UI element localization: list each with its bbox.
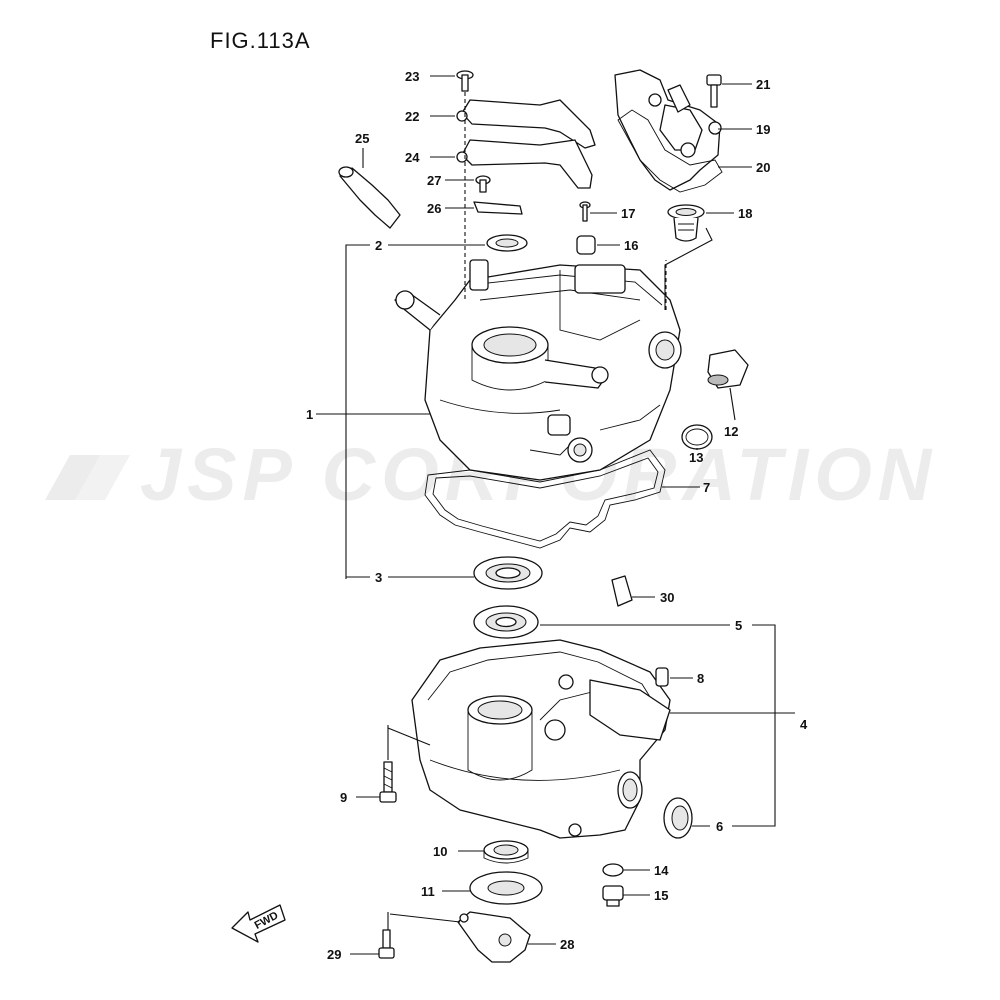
callout-14: 14: [654, 863, 669, 878]
bolt-29: [378, 929, 395, 959]
dowel-16: [576, 235, 596, 255]
hose-25: [338, 166, 401, 229]
head-gasket: [424, 449, 666, 549]
pin-30: [611, 575, 633, 607]
leader-lines: [316, 75, 795, 955]
callout-6: 6: [716, 819, 723, 834]
washer-14: [602, 863, 624, 877]
callout-16: 16: [624, 238, 638, 253]
callout-2: 2: [375, 238, 382, 253]
callout-10: 10: [433, 844, 447, 859]
cylinder-head: [394, 259, 682, 481]
callout-numbers: 23 22 24 25 27 26 2 1 3 21 19 20 17 18 1…: [306, 69, 808, 962]
callout-26: 26: [427, 201, 441, 216]
bolt-9: [379, 761, 397, 803]
callout-27: 27: [427, 173, 441, 188]
callout-21: 21: [756, 77, 770, 92]
callout-30: 30: [660, 590, 674, 605]
thermostat-gasket: [617, 109, 723, 193]
plug-12: [707, 349, 749, 389]
callout-12: 12: [724, 424, 738, 439]
callout-19: 19: [756, 122, 770, 137]
figure-title: FIG.113A: [210, 28, 311, 53]
thermostat-cover: [614, 69, 722, 191]
bearing-3: [473, 556, 543, 590]
callout-8: 8: [697, 671, 704, 686]
dowel-8: [655, 667, 669, 687]
callout-24: 24: [405, 150, 420, 165]
callout-23: 23: [405, 69, 419, 84]
screw-27: [475, 175, 491, 193]
plate-24: [461, 139, 593, 189]
crankcase: [411, 639, 671, 839]
callout-15: 15: [654, 888, 668, 903]
plug-15: [602, 885, 624, 907]
callout-13: 13: [689, 450, 703, 465]
clip-26: [473, 201, 523, 215]
plate-22: [461, 99, 596, 149]
callout-4: 4: [800, 717, 808, 732]
callout-29: 29: [327, 947, 341, 962]
callout-28: 28: [560, 937, 574, 952]
callout-9: 9: [340, 790, 347, 805]
flange-11: [469, 871, 543, 905]
callout-22: 22: [405, 109, 419, 124]
callout-7: 7: [703, 480, 710, 495]
callout-3: 3: [375, 570, 382, 585]
callout-1: 1: [306, 407, 313, 422]
seal-2: [486, 234, 528, 252]
bearing-5: [473, 605, 539, 639]
thermostat: [667, 204, 705, 242]
seal-6: [663, 797, 693, 839]
callout-17: 17: [621, 206, 635, 221]
fwd-arrow: FWD: [231, 904, 286, 943]
cover-28: [457, 911, 531, 963]
bolt-21: [706, 74, 722, 108]
seal-10: [483, 840, 529, 864]
callout-20: 20: [756, 160, 770, 175]
callout-11: 11: [421, 884, 435, 899]
screw-17: [579, 201, 591, 222]
callout-18: 18: [738, 206, 752, 221]
callout-5: 5: [735, 618, 742, 633]
screw-23: [456, 70, 474, 92]
callout-25: 25: [355, 131, 369, 146]
